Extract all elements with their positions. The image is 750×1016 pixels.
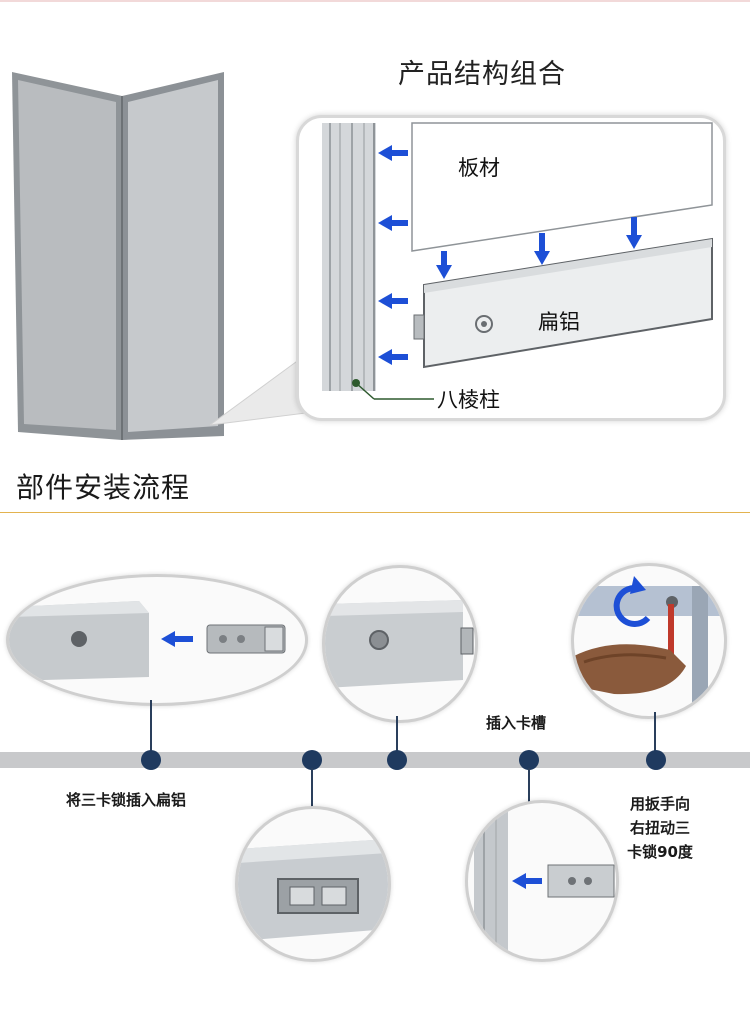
step4-image (465, 800, 619, 962)
step5-caption: 用扳手向 右扭动三 卡锁90度 (610, 792, 710, 864)
step4-caption: 插入卡槽 (486, 714, 547, 732)
step3-image (322, 565, 478, 723)
step1-image (6, 574, 308, 706)
structure-detail-drawing (300, 119, 718, 411)
step1-stem (150, 700, 152, 756)
timeline-dot-1 (141, 750, 161, 770)
timeline-dot-2 (302, 750, 322, 770)
step2-stem (311, 768, 313, 808)
install-title: 部件安装流程 (16, 471, 191, 504)
step5-caption-line: 用扳手向 (629, 795, 690, 813)
octagonal-post-label: 八棱柱 (437, 388, 500, 412)
process-timeline (0, 752, 750, 768)
flat-aluminum-label: 扁铝 (538, 310, 580, 334)
step5-caption-line: 卡锁90度 (627, 843, 693, 861)
section-divider (0, 512, 750, 513)
top-divider (0, 0, 750, 2)
step4-stem (528, 768, 530, 802)
callout-pointer (210, 355, 310, 435)
step5-stem (654, 712, 656, 756)
step5-caption-line: 右扭动三 (629, 819, 690, 837)
step2-image (235, 806, 391, 962)
folding-screen-image (8, 66, 232, 442)
panel-label: 板材 (458, 156, 500, 180)
timeline-dot-3 (387, 750, 407, 770)
step1-caption: 将三卡锁插入扁铝 (66, 791, 187, 809)
structure-title: 产品结构组合 (398, 59, 566, 90)
timeline-dot-5 (646, 750, 666, 770)
step3-stem (396, 716, 398, 756)
step5-image (571, 563, 727, 719)
timeline-dot-4 (519, 750, 539, 770)
